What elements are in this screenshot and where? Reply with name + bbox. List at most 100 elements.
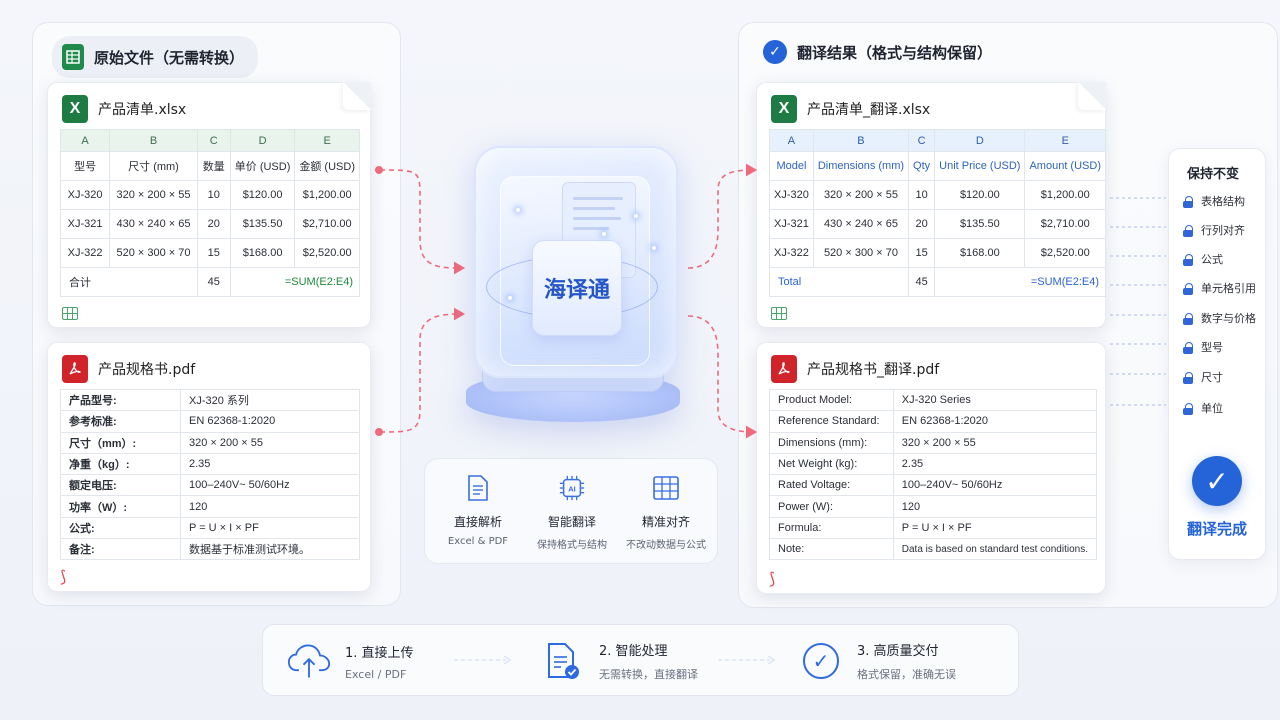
spec-row: 尺寸（mm）:320 × 200 × 55 <box>60 431 360 454</box>
spec-row: Note:Data is based on standard test cond… <box>769 538 1098 561</box>
device-core-label: 海译通 <box>532 240 622 336</box>
source-panel-title: 原始文件（无需转换） <box>94 48 245 67</box>
header-cell: Qty <box>908 151 936 181</box>
lock-icon <box>1183 282 1193 295</box>
header-cell: 型号 <box>59 151 111 181</box>
step-title: 3. 高质量交付 <box>857 644 939 659</box>
cell: 320 × 200 × 55 <box>109 180 198 210</box>
keep-item-label: 单位 <box>1201 402 1223 415</box>
feature-title: 精准对齐 <box>641 515 690 529</box>
check-circle-icon: ✓ <box>799 639 843 683</box>
source-pdf-table: 产品型号:XJ-320 系列 参考标准:EN 62368-1:2020 尺寸（m… <box>60 388 360 561</box>
table-row: XJ-320 320 × 200 × 55 10 $120.00 $1,200.… <box>769 180 1106 210</box>
feature-sub: Excel & PDF <box>447 536 509 547</box>
col-letter: E <box>294 129 360 152</box>
spec-key: Note: <box>769 538 894 561</box>
source-panel-pill: 原始文件（无需转换） <box>52 36 259 78</box>
header-row: 型号 尺寸 (mm) 数量 单价 (USD) 金额 (USD) <box>59 151 360 181</box>
keep-item-label: 公式 <box>1201 253 1223 266</box>
step-sub: Excel / PDF <box>345 667 407 681</box>
col-letter: B <box>812 129 910 152</box>
lock-icon <box>1183 224 1193 237</box>
connector-pdf-out <box>687 315 758 439</box>
spec-value: P = U × I × PF <box>180 516 360 540</box>
page-fold <box>343 82 371 110</box>
lock-icon <box>1183 195 1193 208</box>
total-formula: =SUM(E2:E4) <box>934 267 1106 297</box>
spec-row: 产品型号:XJ-320 系列 <box>60 388 360 412</box>
connector-pdf-in <box>379 307 466 433</box>
cell: 20 <box>908 209 936 239</box>
source-xlsx-header: X 产品清单.xlsx <box>62 95 186 123</box>
result-pdf-filename: 产品规格书_翻译.pdf <box>807 362 940 378</box>
col-letter: E <box>1024 129 1106 152</box>
lock-icon <box>1183 341 1193 354</box>
feature-sub: 保持格式与结构 <box>537 540 607 551</box>
steps-bar: 1. 直接上传 Excel / PDF 2. 智能处理 无需转换，直接翻译 ✓ … <box>262 624 1019 696</box>
spec-key: Net Weight (kg): <box>769 452 894 476</box>
spec-row: 额定电压:100–240V~ 50/60Hz <box>60 474 360 497</box>
excel-icon: X <box>771 95 797 123</box>
lock-icon <box>1183 371 1193 384</box>
cell: 520 × 300 × 70 <box>812 238 910 268</box>
result-xlsx-card[interactable]: X 产品清单_翻译.xlsx A B C D E Model Dimension… <box>756 82 1106 328</box>
source-pdf-card[interactable]: 产品规格书.pdf 产品型号:XJ-320 系列 参考标准:EN 62368-1… <box>47 342 371 592</box>
total-formula: =SUM(E2:E4) <box>229 267 361 297</box>
cell: 15 <box>908 238 936 268</box>
pdf-icon <box>771 355 797 383</box>
table-row: XJ-322 520 × 300 × 70 15 $168.00 $2,520.… <box>59 238 360 268</box>
features-card: 直接解析 Excel & PDF AI 智能翻译 保持格式与结构 精准对齐 不改… <box>424 458 718 564</box>
excel-icon: X <box>62 95 88 123</box>
sparkle <box>652 246 656 250</box>
spec-key: 备注: <box>60 538 181 561</box>
result-panel-header: ✓ 翻译结果（格式与结构保留） <box>763 40 992 64</box>
page-fold <box>1078 82 1106 110</box>
header-cell: 尺寸 (mm) <box>109 151 198 181</box>
spec-row: Rated Voltage:100–240V~ 50/60Hz <box>769 474 1098 497</box>
feature-parse: 直接解析 Excel & PDF <box>429 459 527 547</box>
source-xlsx-card[interactable]: X 产品清单.xlsx A B C D E 型号 尺寸 (mm) 数量 单价 (… <box>47 82 371 328</box>
keep-item-label: 数字与价格 <box>1201 312 1256 325</box>
lock-icon <box>1183 312 1193 325</box>
cell: XJ-320 <box>769 180 814 210</box>
keep-item: 单位 <box>1183 400 1223 416</box>
total-label: 合计 <box>60 267 198 297</box>
keep-dashes <box>1110 197 1166 406</box>
cloud-upload-icon <box>287 639 331 683</box>
keep-item: 尺寸 <box>1183 369 1223 385</box>
spec-row: 备注:数据基于标准测试环境。 <box>60 538 360 561</box>
cell: 320 × 200 × 55 <box>812 180 910 210</box>
col-letter: B <box>109 129 198 152</box>
pdf-icon <box>62 355 88 383</box>
lock-icon <box>1183 253 1193 266</box>
keep-item: 表格结构 <box>1183 193 1245 209</box>
keep-item: 型号 <box>1183 339 1223 355</box>
spec-row: 功率（W）:120 <box>60 495 360 518</box>
sheet-footer-icon <box>771 307 787 320</box>
done-check-icon: ✓ <box>1192 456 1242 506</box>
spec-row: Reference Standard:EN 62368-1:2020 <box>769 410 1098 433</box>
sparkle <box>516 208 520 212</box>
cell: $2,520.00 <box>294 238 360 268</box>
result-pdf-table: Product Model:XJ-320 Series Reference St… <box>769 388 1098 561</box>
cell: 10 <box>908 180 936 210</box>
cell: 430 × 240 × 65 <box>812 209 910 239</box>
result-pdf-card[interactable]: 产品规格书_翻译.pdf Product Model:XJ-320 Series… <box>756 342 1106 594</box>
spec-key: Rated Voltage: <box>769 474 894 497</box>
spec-value: 数据基于标准测试环境。 <box>180 538 360 561</box>
ai-chip-icon: AI <box>558 473 586 503</box>
spec-value: XJ-320 系列 <box>180 388 360 412</box>
result-xlsx-table: A B C D E Model Dimensions (mm) Qty Unit… <box>768 129 1106 297</box>
spec-key: 功率（W）: <box>60 495 181 518</box>
spec-key: 参考标准: <box>60 410 181 433</box>
column-letters-row: A B C D E <box>769 129 1106 152</box>
feature-title: 智能翻译 <box>547 515 596 529</box>
step-title: 2. 智能处理 <box>599 644 668 659</box>
keep-item: 数字与价格 <box>1183 310 1256 326</box>
keep-item-label: 单元格引用 <box>1201 282 1256 295</box>
cell: XJ-322 <box>769 238 814 268</box>
total-qty: 45 <box>908 267 936 297</box>
keep-item-label: 型号 <box>1201 341 1223 354</box>
step-upload: 1. 直接上传 Excel / PDF <box>287 625 414 697</box>
header-cell: 金额 (USD) <box>294 151 360 181</box>
